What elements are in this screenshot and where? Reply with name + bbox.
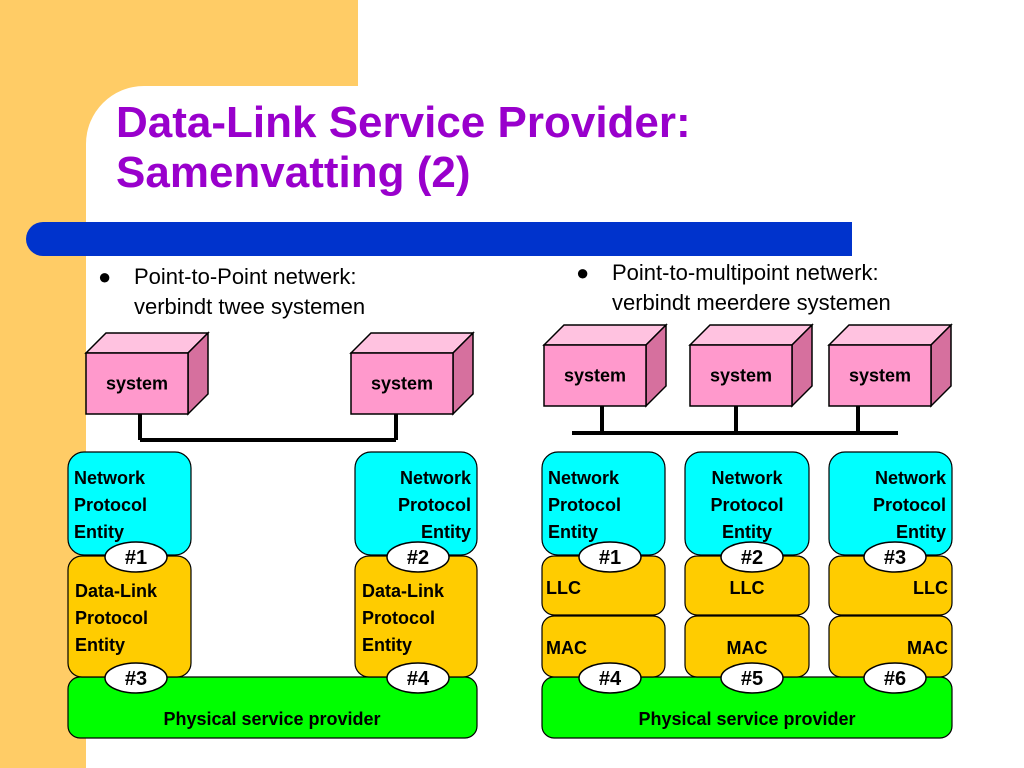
physical-provider-label: Physical service provider bbox=[638, 709, 855, 729]
bullet-text-line1: Point-to-multipoint netwerk: bbox=[612, 260, 879, 285]
system-box: system bbox=[827, 323, 953, 408]
sap-ellipse bbox=[578, 541, 642, 573]
entity-text-line: Entity bbox=[362, 635, 412, 655]
service-access-point: #6 bbox=[863, 662, 927, 694]
system-box: system bbox=[688, 323, 814, 408]
entity-text-line: Network bbox=[875, 468, 947, 488]
service-access-point: #1 bbox=[104, 541, 168, 573]
sap-label: #3 bbox=[125, 668, 147, 690]
sap-ellipse bbox=[578, 662, 642, 694]
entity-text-line: Data-Link bbox=[362, 581, 445, 601]
sap-ellipse bbox=[720, 541, 784, 573]
system-box-front bbox=[689, 344, 793, 407]
system-box: system bbox=[84, 331, 210, 416]
bullet-text-line1: Point-to-Point netwerk: bbox=[134, 264, 357, 289]
bullet-dot: ● bbox=[576, 260, 590, 285]
sap-label: #6 bbox=[884, 668, 906, 690]
system-box-front bbox=[85, 352, 189, 415]
mac-label: MAC bbox=[727, 638, 768, 658]
system-label: system bbox=[106, 374, 168, 394]
slide-title-line2: Samenvatting (2) bbox=[116, 148, 471, 197]
entity-text-line: Protocol bbox=[75, 608, 148, 628]
sap-label: #2 bbox=[407, 547, 429, 569]
entity-text-line: Entity bbox=[421, 522, 471, 542]
system-label: system bbox=[371, 374, 433, 394]
service-access-point: #5 bbox=[720, 662, 784, 694]
service-access-point: #1 bbox=[578, 541, 642, 573]
entity-text-line: Protocol bbox=[710, 495, 783, 515]
service-access-point: #2 bbox=[386, 541, 450, 573]
system-label: system bbox=[564, 366, 626, 386]
entity-text-line: Entity bbox=[75, 635, 125, 655]
sap-label: #1 bbox=[599, 547, 621, 569]
sap-ellipse bbox=[104, 541, 168, 573]
llc-label: LLC bbox=[913, 578, 948, 598]
sap-label: #5 bbox=[741, 668, 763, 690]
slide-title-line1: Data-Link Service Provider: bbox=[116, 98, 691, 147]
bullet-text-line2: verbindt twee systemen bbox=[134, 294, 366, 319]
sap-label: #1 bbox=[125, 547, 147, 569]
system-box-front bbox=[828, 344, 932, 407]
entity-text-line: Data-Link bbox=[75, 581, 158, 601]
mac-label: MAC bbox=[546, 638, 587, 658]
slide-title: Data-Link Service Provider: Samenvatting… bbox=[116, 98, 916, 198]
sap-ellipse bbox=[386, 662, 450, 694]
title-underline-bar bbox=[26, 222, 852, 256]
entity-text-line: Protocol bbox=[74, 495, 147, 515]
service-access-point: #2 bbox=[720, 541, 784, 573]
system-label: system bbox=[710, 366, 772, 386]
entity-text-line: Entity bbox=[74, 522, 124, 542]
system-box-top bbox=[542, 324, 668, 346]
physical-provider-label: Physical service provider bbox=[163, 709, 380, 729]
sap-label: #4 bbox=[599, 668, 622, 690]
bullet-dot: ● bbox=[98, 264, 112, 289]
system-box-top bbox=[827, 324, 953, 346]
system-box: system bbox=[349, 331, 475, 416]
service-access-point: #3 bbox=[104, 662, 168, 694]
bullet-text-line2: verbindt meerdere systemen bbox=[612, 290, 891, 315]
system-box-top bbox=[84, 332, 210, 354]
sap-ellipse bbox=[863, 662, 927, 694]
system-box-front bbox=[350, 352, 454, 415]
service-access-point: #4 bbox=[386, 662, 450, 694]
entity-text-line: Protocol bbox=[362, 608, 435, 628]
system-box: system bbox=[542, 323, 668, 408]
system-box-top bbox=[349, 332, 475, 354]
entity-text-line: Network bbox=[548, 468, 620, 488]
sap-ellipse bbox=[386, 541, 450, 573]
entity-text-line: Entity bbox=[896, 522, 946, 542]
system-box-front bbox=[543, 344, 647, 407]
entity-text-line: Protocol bbox=[398, 495, 471, 515]
llc-label: LLC bbox=[546, 578, 581, 598]
service-access-point: #4 bbox=[578, 662, 642, 694]
sap-ellipse bbox=[863, 541, 927, 573]
sap-ellipse bbox=[720, 662, 784, 694]
sap-label: #2 bbox=[741, 547, 763, 569]
system-box-top bbox=[688, 324, 814, 346]
entity-text-line: Protocol bbox=[548, 495, 621, 515]
service-access-point: #3 bbox=[863, 541, 927, 573]
physical-service-provider-left bbox=[67, 676, 478, 739]
entity-text-line: Network bbox=[400, 468, 472, 488]
entity-text-line: Entity bbox=[548, 522, 598, 542]
sap-ellipse bbox=[104, 662, 168, 694]
llc-label: LLC bbox=[730, 578, 765, 598]
entity-text-line: Network bbox=[711, 468, 783, 488]
sap-label: #4 bbox=[407, 668, 430, 690]
entity-text-line: Entity bbox=[722, 522, 772, 542]
sap-label: #3 bbox=[884, 547, 906, 569]
mac-label: MAC bbox=[907, 638, 948, 658]
entity-text-line: Protocol bbox=[873, 495, 946, 515]
entity-text-line: Network bbox=[74, 468, 146, 488]
system-label: system bbox=[849, 366, 911, 386]
